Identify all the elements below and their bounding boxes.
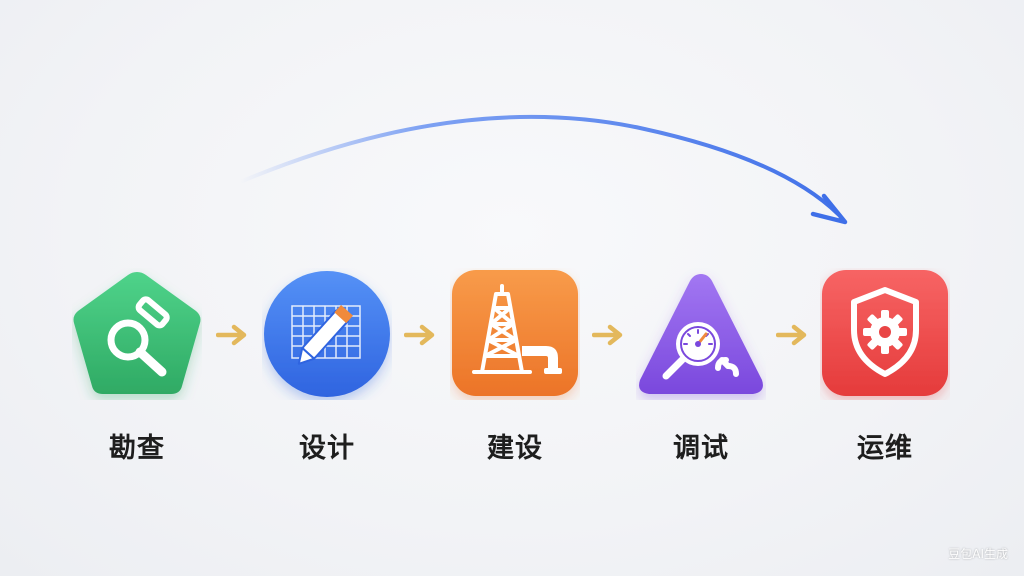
arrow-right-icon	[776, 324, 807, 346]
step-commissioning	[636, 268, 766, 400]
magnifier-icon	[73, 272, 201, 394]
blueprint-pencil-icon	[264, 271, 390, 397]
drilling-rig-icon	[452, 270, 578, 396]
gauge-wrench-icon	[639, 274, 763, 394]
arrow-right-icon	[216, 324, 247, 346]
arrow-right-icon	[592, 324, 623, 346]
step-design	[262, 268, 392, 400]
step-label-commissioning: 调试	[673, 433, 729, 464]
shield-gear-icon	[822, 270, 948, 396]
watermark-text: 豆包AI生成	[948, 547, 1008, 561]
arrow-right-icon	[404, 324, 435, 346]
step-label-design: 设计	[299, 433, 355, 464]
step-operation	[820, 268, 950, 400]
step-construction	[450, 268, 580, 400]
step-label-construction: 建设	[487, 433, 543, 464]
step-label-operation: 运维	[857, 433, 913, 464]
step-survey	[72, 268, 202, 400]
step-label-survey: 勘查	[109, 433, 165, 464]
